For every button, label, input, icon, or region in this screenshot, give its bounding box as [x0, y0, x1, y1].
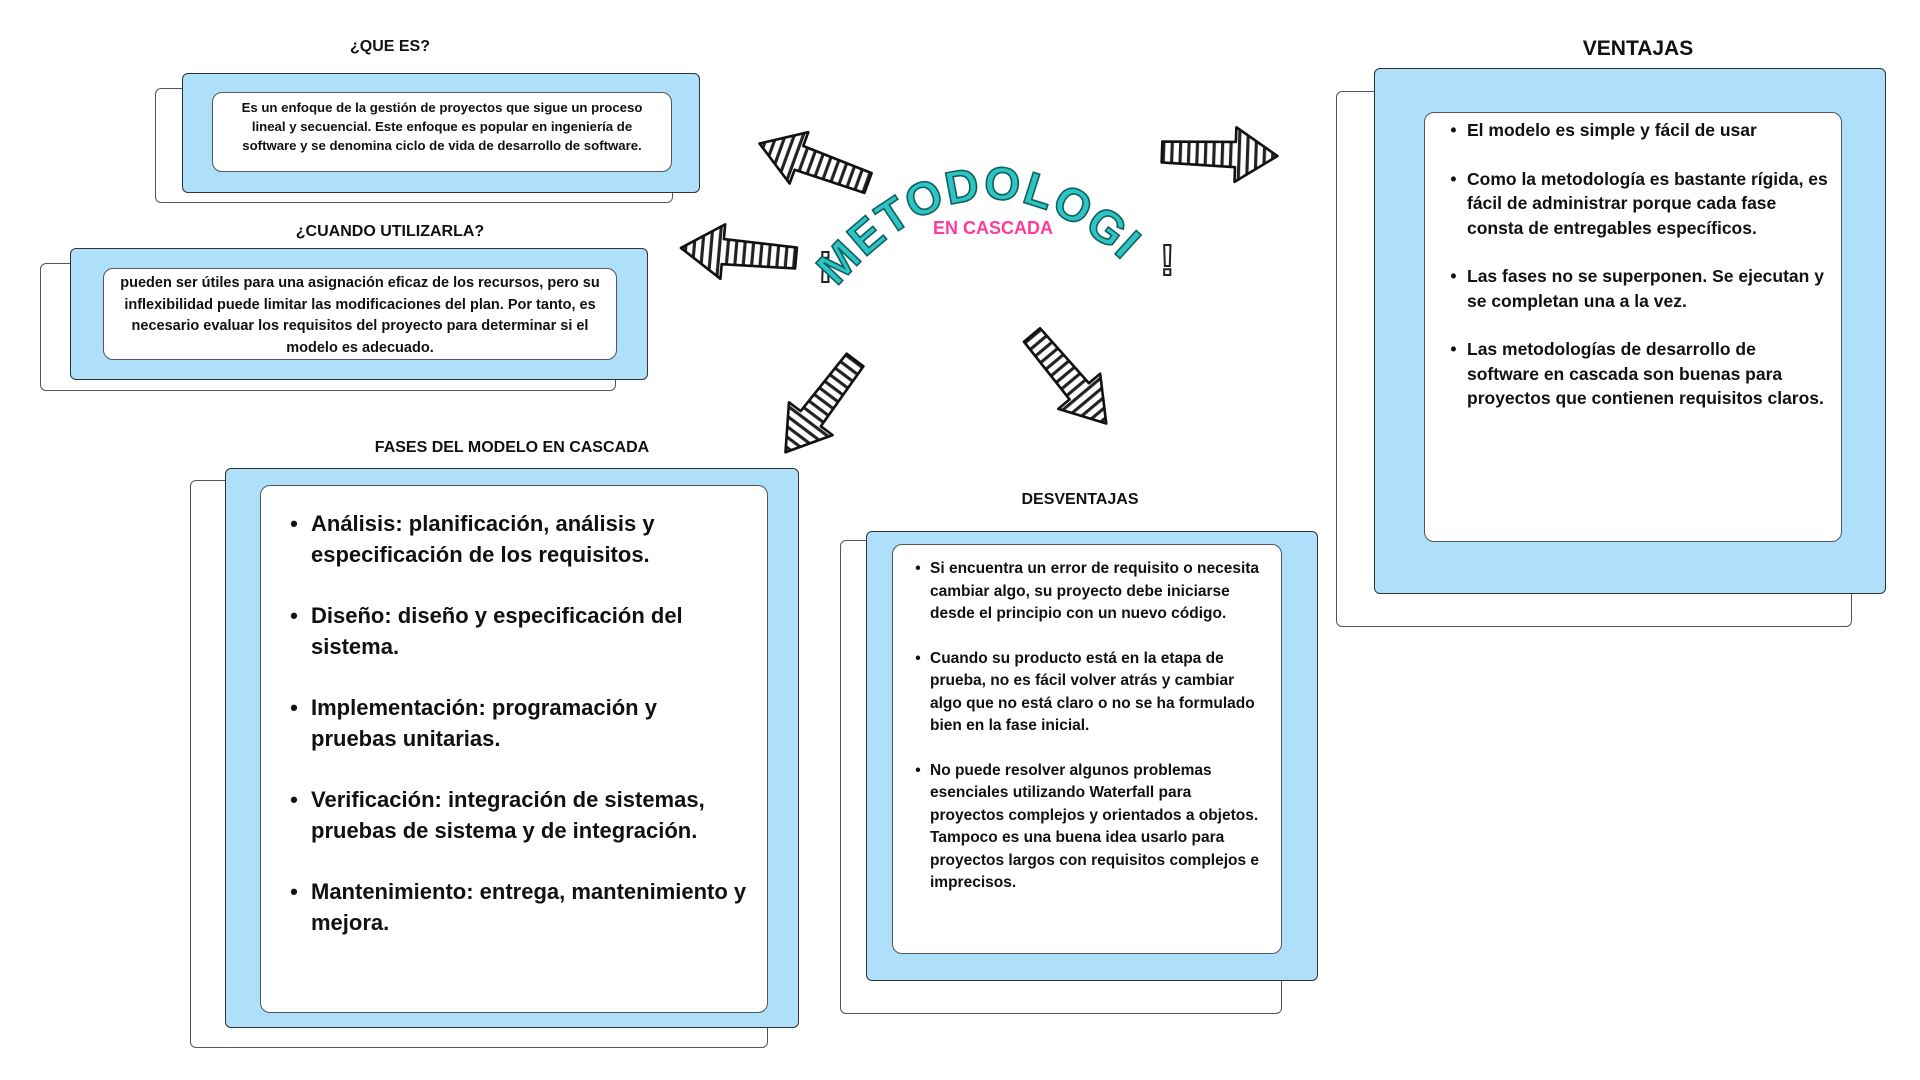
arrow-to-desventajas — [1009, 316, 1129, 443]
fases-item: Diseño: diseño y especificación del sist… — [290, 600, 747, 662]
cuando-text-box: pueden ser útiles para una asignación ef… — [103, 268, 617, 360]
title-close-mark: ! — [1160, 236, 1175, 285]
fases-heading: FASES DEL MODELO EN CASCADA — [374, 439, 650, 456]
title-subtitle: EN CASCADA — [933, 218, 1053, 238]
ventajas-list: El modelo es simple y fácil de usar Como… — [1450, 118, 1829, 411]
ventajas-item: Como la metodología es bastante rígida, … — [1450, 167, 1829, 241]
que-es-text-box: Es un enfoque de la gestión de proyectos… — [212, 92, 672, 172]
central-title: ¡ METODOLOGIA EN CASCADA ! — [772, 112, 1190, 295]
fases-item: Mantenimiento: entrega, mantenimiento y … — [290, 876, 747, 938]
fases-item: Análisis: planificación, análisis y espe… — [290, 508, 747, 570]
cuando-text: pueden ser útiles para una asignación ef… — [120, 275, 600, 356]
ventajas-item: Las fases no se superponen. Se ejecutan … — [1450, 264, 1829, 313]
title-open-mark: ¡ — [818, 236, 833, 285]
fases-item: Implementación: programación y pruebas u… — [290, 692, 747, 754]
desventajas-list: Si encuentra un error de requisito o nec… — [915, 558, 1269, 895]
arrow-to-cuando — [677, 219, 800, 287]
desventajas-heading: DESVENTAJAS — [1021, 491, 1139, 508]
ventajas-item: El modelo es simple y fácil de usar — [1450, 118, 1829, 143]
title-graphic: ¡ METODOLOGIA EN CASCADA ! — [772, 112, 1176, 295]
que-es-heading: ¿QUE ES? — [349, 38, 430, 55]
ventajas-list-box: El modelo es simple y fácil de usar Como… — [1424, 112, 1842, 542]
fases-item: Verificación: integración de sistemas, p… — [290, 784, 747, 846]
desventajas-item: No puede resolver algunos problemas esen… — [915, 760, 1269, 895]
cuando-heading: ¿CUANDO UTILIZARLA? — [295, 223, 485, 240]
fases-list: Análisis: planificación, análisis y espe… — [290, 508, 747, 938]
fases-list-box: Análisis: planificación, análisis y espe… — [260, 485, 768, 1013]
ventajas-item: Las metodologías de desarrollo de softwa… — [1450, 337, 1829, 411]
arrow-to-fases — [762, 342, 879, 470]
desventajas-list-box: Si encuentra un error de requisito o nec… — [892, 544, 1282, 954]
ventajas-heading: VENTAJAS — [1582, 37, 1694, 60]
desventajas-item: Si encuentra un error de requisito o nec… — [915, 558, 1269, 626]
desventajas-item: Cuando su producto está en la etapa de p… — [915, 648, 1269, 738]
que-es-text: Es un enfoque de la gestión de proyectos… — [241, 100, 643, 153]
